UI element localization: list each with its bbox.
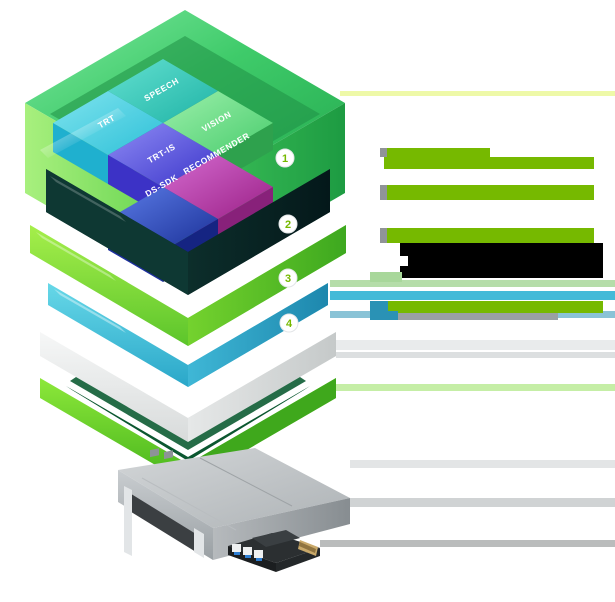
badge-3[interactable]: 3 [278,268,298,288]
badge-4[interactable]: 4 [279,313,299,333]
svg-text:2: 2 [285,219,291,231]
redacted-line-2-prefix [380,185,387,200]
badge-1[interactable]: 1 [275,148,295,168]
redacted-line-3-prefix [380,228,387,243]
redacted-line-4b [398,313,558,320]
svg-text:3: 3 [285,273,291,285]
redacted-line-4-prefix-2 [370,311,398,320]
layer-2-dark-slab [46,169,330,295]
redacted-line-4-prefix [370,301,388,311]
layer-badges: 1 2 3 4 [275,148,299,333]
redacted-line-1b [384,157,594,169]
redacted-line-1a [387,148,490,157]
redacted-block-dark-3 [400,266,603,278]
accent-streak-top [340,91,615,96]
svg-text:1: 1 [282,153,288,165]
redacted-line-3a [387,228,594,243]
layer-5-white-tray [40,332,336,442]
redacted-line-1-prefix [380,148,387,157]
redacted-block-dark-2 [408,256,603,266]
layer-4-cyan-tray [48,283,328,387]
embedded-dev-board [228,530,320,572]
redacted-block-dark-1 [400,243,603,256]
redacted-line-4a [388,301,603,313]
badge-2[interactable]: 2 [278,214,298,234]
redacted-line-2a [387,185,594,200]
redacted-smear-pale-green [370,272,402,282]
svg-text:4: 4 [286,318,293,330]
